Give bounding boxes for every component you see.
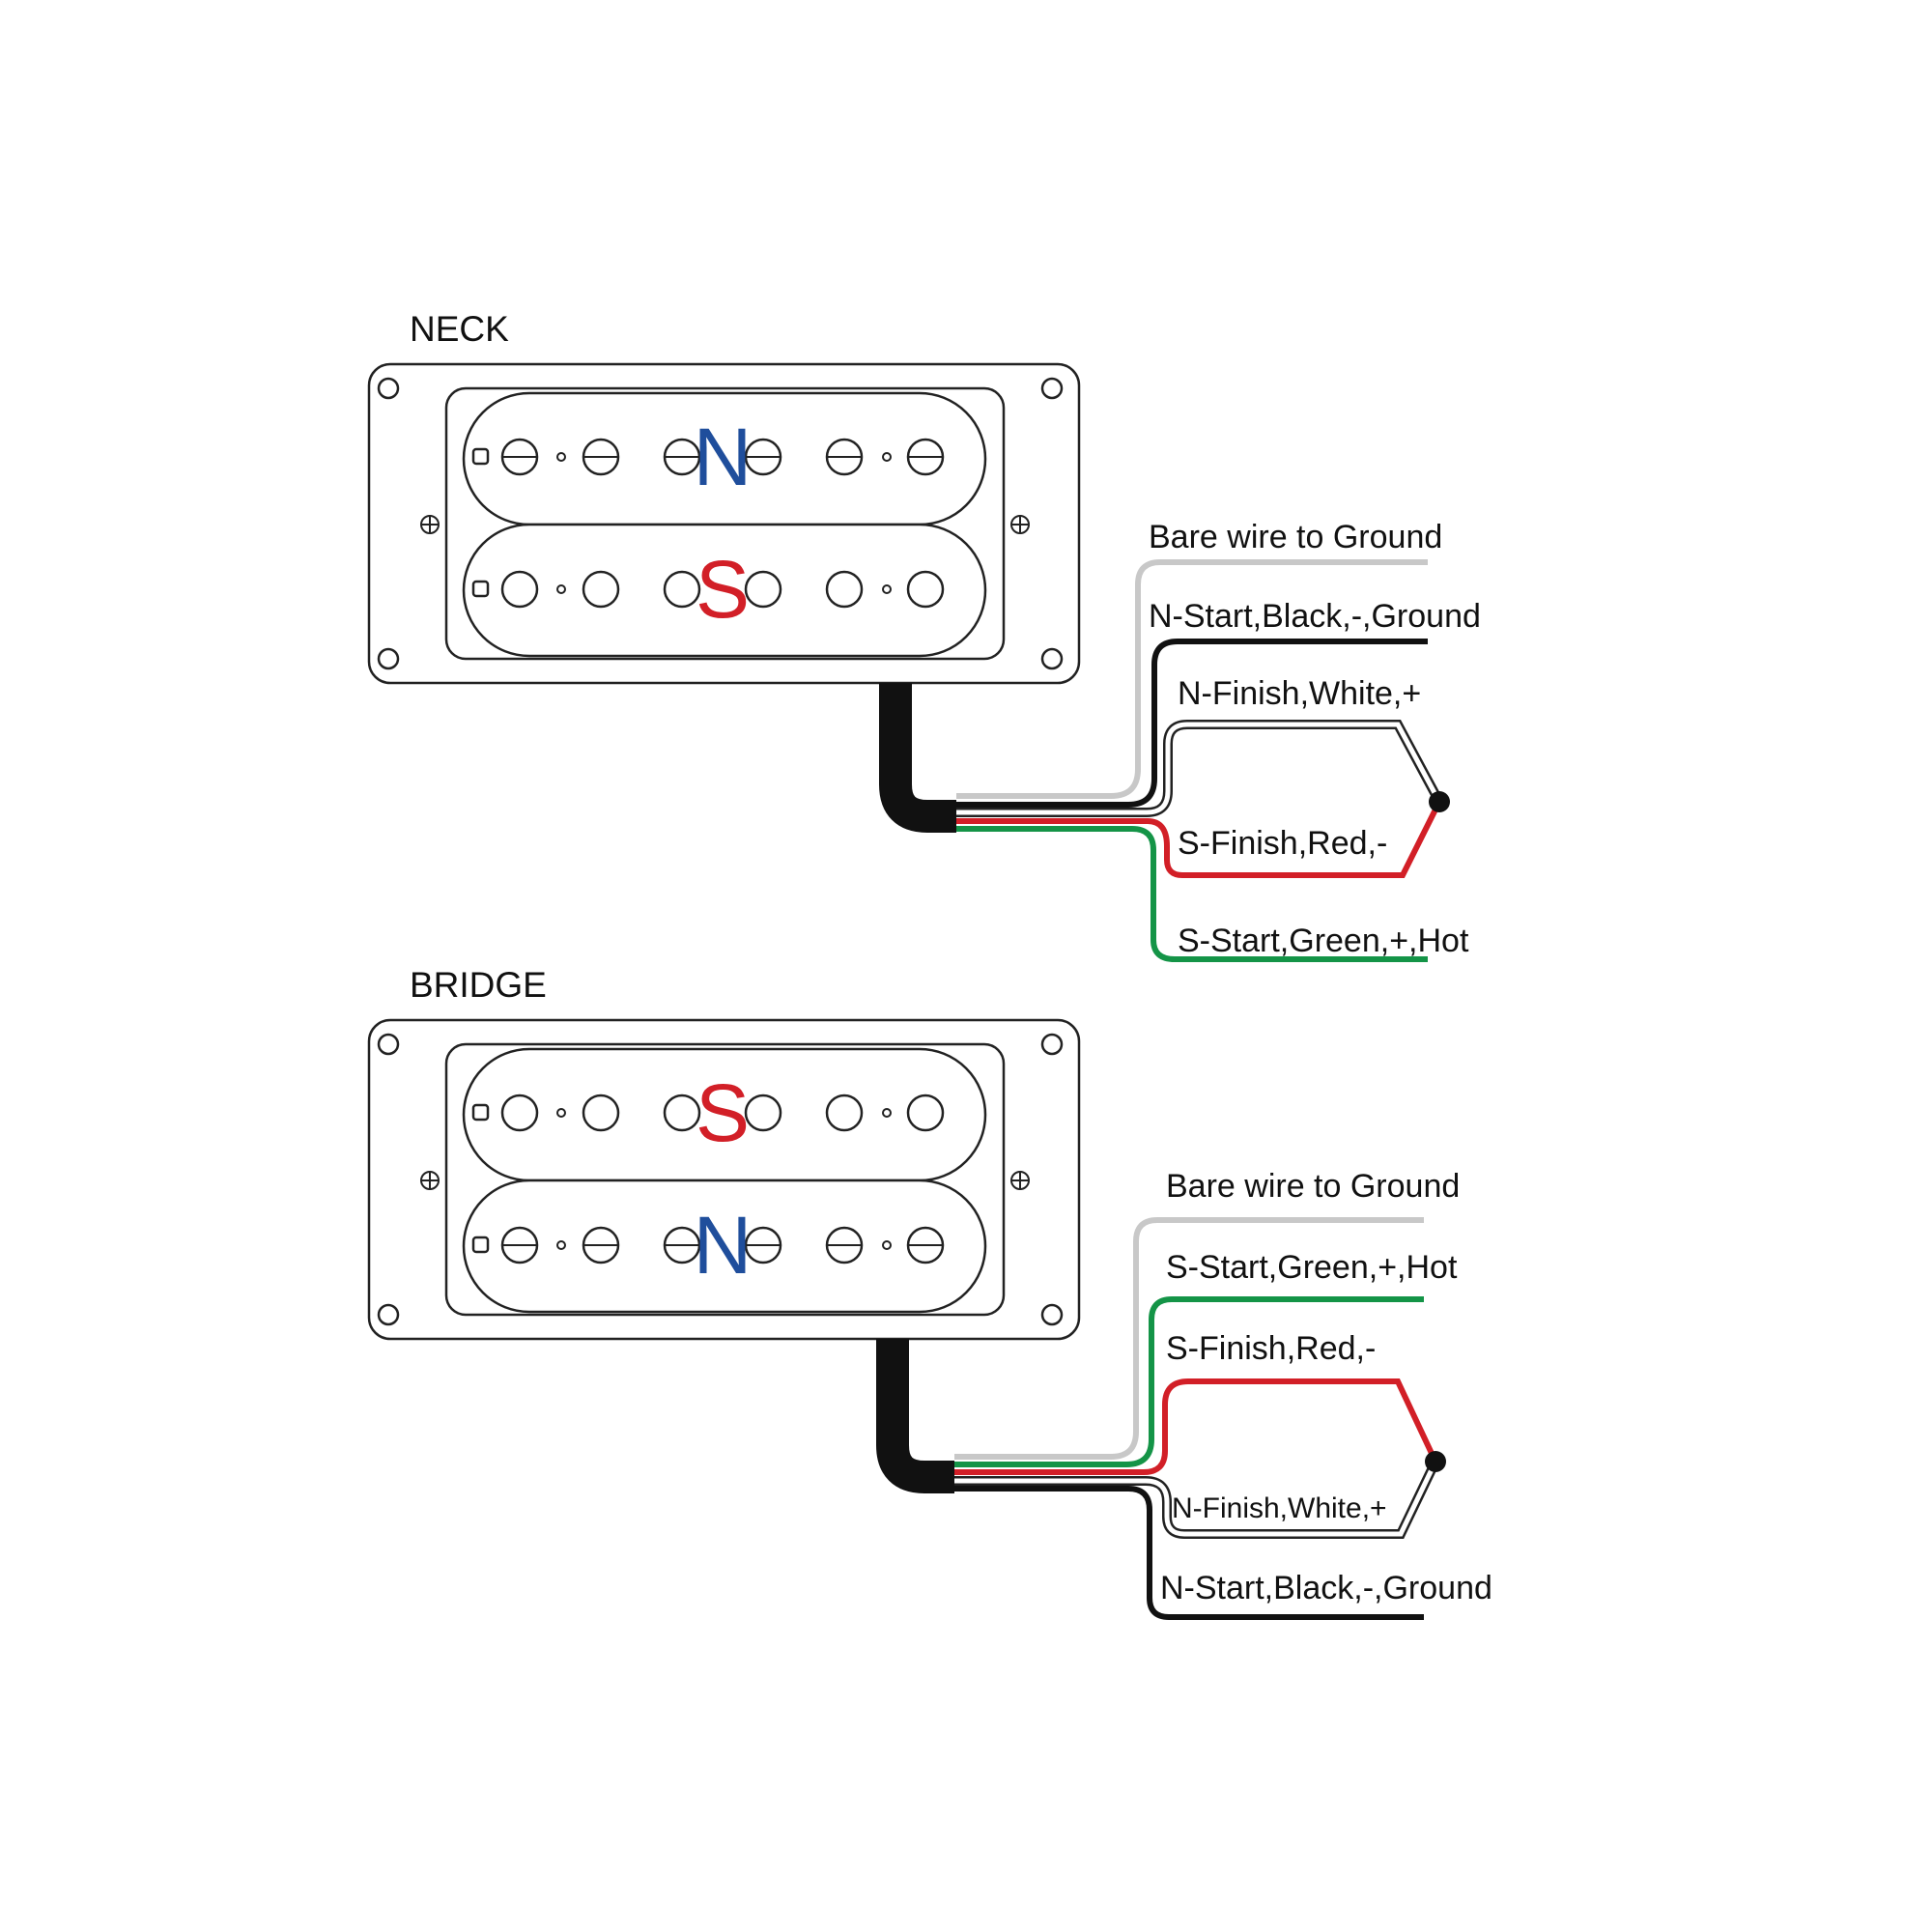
neck-label-black: N-Start,Black,-,Ground [1149,598,1481,635]
bridge-top-coil: S [462,1047,987,1182]
bridge-bare-wire [954,1217,1424,1460]
neck-bottom-pole-slugs [500,570,945,609]
neck-bare-wire [956,559,1428,799]
neck-label-green: S-Start,Green,+,Hot [1178,923,1469,959]
bridge-bottom-coil: N [462,1179,987,1314]
bridge-label-red: S-Finish,Red,- [1166,1330,1376,1367]
bridge-label-white: N-Finish,White,+ [1172,1492,1387,1524]
neck-green-wire [956,826,1428,962]
neck-white-wire [956,720,1444,817]
bridge-top-coil-letter: S [696,1067,750,1158]
neck-top-pole-screws [500,438,945,476]
neck-red-wire [956,800,1442,878]
neck-label-red: S-Finish,Red,- [1178,825,1387,862]
bridge-cable [876,1339,954,1493]
bridge-red-wire [954,1378,1438,1475]
bridge-black-wire [954,1486,1424,1620]
bridge-height-screw-icon [420,1171,1030,1190]
neck-title: NECK [410,309,509,349]
neck-top-coil-letter: N [694,412,753,502]
neck-wires [956,559,1450,962]
bridge-label-black: N-Start,Black,-,Ground [1160,1570,1492,1606]
bridge-bottom-pole-screws [500,1226,945,1264]
bridge-bottom-coil-letter: N [694,1200,753,1291]
bridge-title: BRIDGE [410,965,547,1005]
bridge-wires [954,1217,1446,1620]
neck-label-bare: Bare wire to Ground [1149,519,1442,555]
bridge-wire-labels: Bare wire to Ground S-Start,Green,+,Hot … [1160,1168,1492,1606]
bridge-corner-holes [377,1033,1064,1326]
neck-height-screw-icon [420,515,1030,534]
neck-junction-dot [1429,791,1450,812]
bridge-label-green: S-Start,Green,+,Hot [1166,1249,1458,1286]
neck-pickup: NECK [367,309,1481,962]
neck-bottom-coil-letter: S [696,544,750,635]
bridge-green-wire [954,1296,1424,1467]
neck-bottom-coil: S [462,523,987,658]
neck-top-coil: N [462,391,987,526]
bridge-pickup: BRIDGE [367,965,1492,1620]
neck-label-white: N-Finish,White,+ [1178,675,1421,712]
bridge-label-bare: Bare wire to Ground [1166,1168,1460,1205]
neck-wire-labels: Bare wire to Ground N-Start,Black,-,Grou… [1149,519,1481,959]
bridge-top-pole-slugs [500,1094,945,1132]
bridge-junction-dot [1425,1451,1446,1472]
neck-black-wire [956,639,1428,808]
neck-cable [879,683,956,833]
neck-corner-holes [377,377,1064,670]
